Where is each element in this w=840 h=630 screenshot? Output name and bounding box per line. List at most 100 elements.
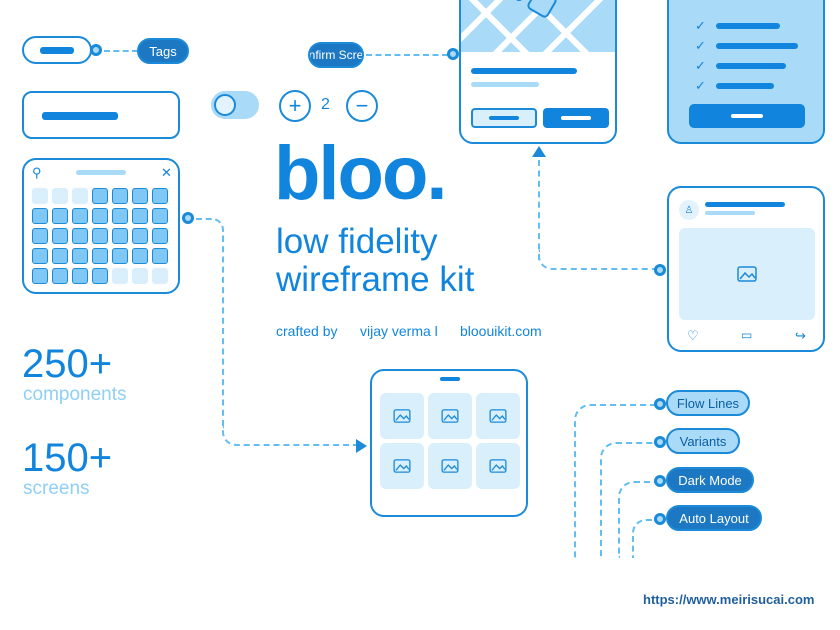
calendar-day[interactable] [32,268,48,284]
pill-input[interactable] [22,36,92,64]
confirm-connector-line [366,54,448,56]
flow-dot [654,475,666,487]
calendar-day[interactable] [92,208,108,224]
calendar-day[interactable] [152,268,168,284]
credit-prefix: crafted by [276,323,338,339]
image-icon [489,409,507,423]
gallery-tile[interactable] [428,393,472,439]
calendar-day[interactable] [72,268,88,284]
comment-icon[interactable]: ▭ [741,328,753,342]
calendar-day[interactable] [132,248,148,264]
map-primary-button[interactable] [543,108,609,128]
calendar-day[interactable] [52,228,68,244]
calendar-day[interactable] [112,228,128,244]
text-field[interactable] [22,91,180,139]
share-icon[interactable]: ↪ [795,328,806,343]
variants-label: Variants [679,433,727,449]
calendar-day[interactable] [72,208,88,224]
checklist-submit-bar [731,114,763,118]
calendar-day[interactable] [132,188,148,204]
right-arrow-icon [356,439,367,453]
gallery-grid [380,393,520,489]
credit-author: vijay verma l [360,323,438,339]
calendar-day[interactable] [32,248,48,264]
calendar-day[interactable] [72,188,88,204]
calendar-day[interactable] [152,188,168,204]
stepper-value: 2 [321,96,330,113]
dark-mode-tag[interactable]: Dark Mode [666,467,754,493]
gallery-tile[interactable] [476,443,520,489]
gallery-handle [440,377,460,381]
confirm-connector-dot [447,48,459,60]
check-icon: ✓ [695,38,706,53]
variants-tag[interactable]: Variants [666,428,740,454]
check-icon: ✓ [695,18,706,33]
flow-lines-tag[interactable]: Flow Lines [666,390,750,416]
post-author-bar [705,202,785,207]
checklist-bar [715,43,798,49]
image-icon [737,266,757,282]
calendar-day[interactable] [152,208,168,224]
social-post-screen: ♙ ♡ ▭ ↪ [667,186,825,352]
calendar-day[interactable] [92,248,108,264]
calendar-day[interactable] [112,268,128,284]
dark-mode-label: Dark Mode [678,472,742,488]
image-icon [489,459,507,473]
gallery-tile[interactable] [380,443,424,489]
heart-icon[interactable]: ♡ [687,328,699,343]
minus-icon: − [355,93,369,118]
text-field-bar [42,112,118,120]
stepper-plus-button[interactable]: + [279,90,311,122]
gallery-tile[interactable] [476,393,520,439]
auto-layout-tag[interactable]: Auto Layout [666,505,762,531]
credit-site[interactable]: bloouikit.com [460,323,542,339]
gallery-tile[interactable] [428,443,472,489]
toggle-switch[interactable] [211,91,259,119]
social-connector-dot [654,264,666,276]
gallery-tile[interactable] [380,393,424,439]
close-icon[interactable]: ✕ [161,165,172,180]
calendar-day[interactable] [72,228,88,244]
map-connector-corner [538,250,660,270]
calendar-connector-corner [196,218,224,238]
auto-layout-label: Auto Layout [679,510,749,526]
calendar-day[interactable] [32,188,48,204]
calendar-day[interactable] [132,208,148,224]
confirm-screen-badge[interactable]: nfirm Scre [308,42,364,68]
calendar-day[interactable] [112,248,128,264]
flow-line-3 [618,481,656,558]
calendar-day[interactable] [152,228,168,244]
calendar-day[interactable] [52,268,68,284]
checklist-submit-button[interactable] [689,104,805,128]
map-secondary-button[interactable] [471,108,537,128]
components-count: 250+ [22,342,113,386]
calendar-day[interactable] [132,228,148,244]
map-screen [459,0,617,144]
calendar-day[interactable] [32,208,48,224]
post-meta-bar [705,211,755,215]
search-icon: ⚲ [32,165,42,180]
tags-badge[interactable]: Tags [137,38,189,64]
calendar-widget: ⚲ ✕ [22,158,180,294]
map-connector-vertical [538,160,540,260]
map-illustration [461,0,615,52]
flow-lines-label: Flow Lines [676,395,740,411]
calendar-day[interactable] [52,208,68,224]
calendar-day[interactable] [32,228,48,244]
calendar-day[interactable] [132,268,148,284]
calendar-day[interactable] [52,188,68,204]
calendar-day[interactable] [72,248,88,264]
calendar-day[interactable] [92,268,108,284]
calendar-day[interactable] [112,188,128,204]
stepper-minus-button[interactable]: − [346,90,378,122]
calendar-day[interactable] [112,208,128,224]
calendar-day[interactable] [92,228,108,244]
flow-dot [654,398,666,410]
checklist-screen: ✓ ✓ ✓ ✓ [667,0,825,144]
calendar-day[interactable] [52,248,68,264]
screens-count: 150+ [22,436,113,480]
calendar-title-bar [76,170,126,175]
calendar-day[interactable] [92,188,108,204]
checklist-rows: ✓ ✓ ✓ ✓ [695,16,815,96]
calendar-day[interactable] [152,248,168,264]
